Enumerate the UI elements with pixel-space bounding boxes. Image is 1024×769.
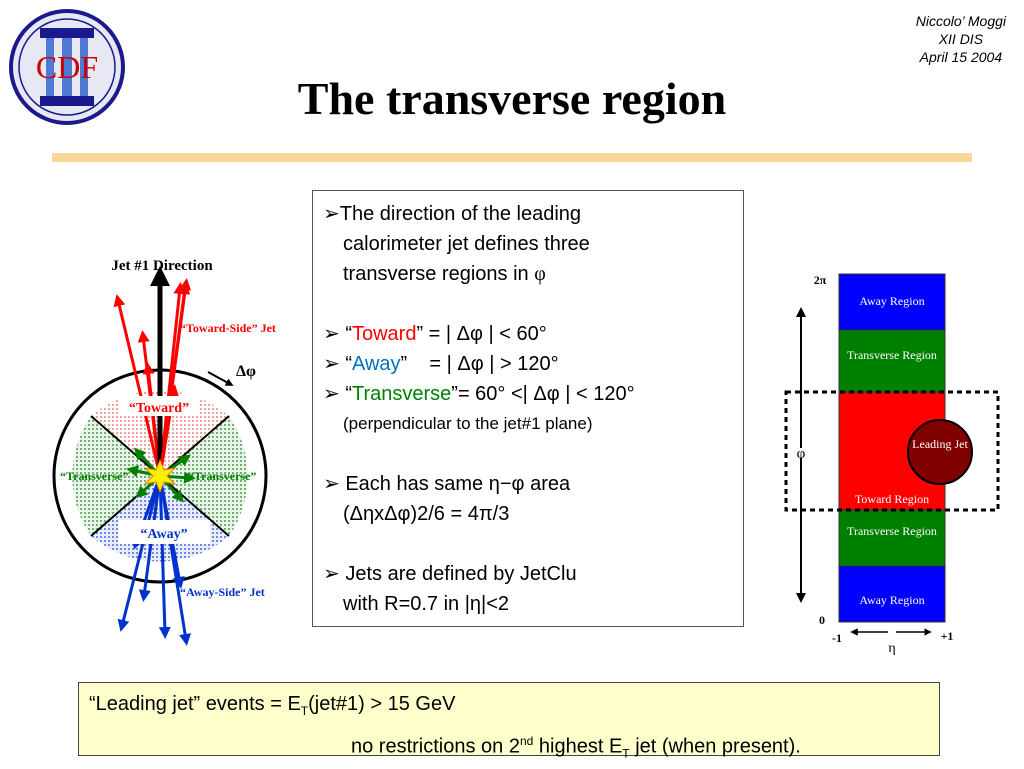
two-pi-label: 2π — [814, 273, 827, 287]
toward-dotted-frame — [784, 390, 1000, 512]
toward-label: “Toward” — [129, 401, 189, 416]
bullet-area: ➢ Each has same η−φ area — [323, 473, 571, 495]
transverse-region-top — [838, 329, 946, 393]
transverse-sector-left — [72, 416, 160, 536]
delta-phi-label: Δφ — [236, 363, 256, 380]
away-region-label-top: Away Region — [859, 294, 924, 308]
toward-region-label: Toward Region — [855, 492, 929, 506]
author-block: Niccolo’ Moggi XII DIS April 15 2004 — [916, 12, 1006, 66]
zero-label: 0 — [819, 613, 825, 627]
bullet-away: ➢ “Away” = | Δφ | > 120° — [323, 353, 559, 375]
bullet-regions: ➢The direction of the leading — [323, 203, 582, 225]
transverse-sector-right — [160, 416, 248, 536]
event-selection-box: “Leading jet” events = ET(jet#1) > 15 Ge… — [78, 682, 940, 761]
logo-text: CDF — [36, 49, 98, 85]
leading-jet-label: Leading Jet — [912, 437, 968, 451]
bullet-toward: ➢ “Toward” = | Δφ | < 60° — [323, 323, 547, 345]
eta-phi-regions-diagram: Away Region Transverse Region Toward Reg… — [784, 273, 1000, 656]
collision-star-icon — [143, 458, 177, 494]
transverse-region-bottom — [838, 509, 946, 567]
transverse-label-right: “Transverse” — [188, 469, 256, 483]
footer-line-1: “Leading jet” events = ET(jet#1) > 15 Ge… — [89, 693, 456, 718]
away-region-bottom — [838, 565, 946, 623]
phi-axis-label: φ — [797, 446, 806, 462]
away-region-top — [838, 273, 946, 331]
date: April 15 2004 — [919, 49, 1003, 65]
eta-axis-label: η — [888, 641, 895, 656]
author-name: Niccolo’ Moggi — [915, 13, 1006, 29]
transverse-region-label-top: Transverse Region — [847, 348, 937, 362]
transverse-label-left: “Transverse” — [60, 469, 128, 483]
page-title: The transverse region — [297, 73, 727, 124]
eta-plus-one-label: +1 — [941, 629, 954, 643]
away-region-label-bottom: Away Region — [859, 593, 924, 607]
title-divider — [52, 153, 972, 162]
bullet-transverse: ➢ “Transverse”= 60° <| Δφ | < 120° — [323, 383, 635, 405]
jet-direction-label: Jet #1 Direction — [111, 258, 213, 274]
away-side-jet-label: “Away-Side” Jet — [180, 585, 265, 599]
transverse-region-label-bottom: Transverse Region — [847, 524, 937, 538]
leading-jet-circle — [907, 419, 973, 485]
cdf-logo: CDF — [9, 9, 125, 125]
jet-regions-diagram: Jet #1 Direction “Toward” “Transverse” — [52, 258, 276, 646]
definitions-box: ➢The direction of the leading calorimete… — [312, 190, 744, 627]
eta-minus-one-label: -1 — [832, 631, 842, 645]
away-label: “Away” — [140, 527, 187, 542]
toward-side-jet-label: “Toward-Side” Jet — [180, 321, 276, 335]
conference: XII DIS — [938, 31, 984, 47]
bullet-jetclu: ➢ Jets are defined by JetClu — [323, 563, 577, 585]
footer-line-2: no restrictions on 2nd highest ET jet (w… — [351, 734, 801, 761]
